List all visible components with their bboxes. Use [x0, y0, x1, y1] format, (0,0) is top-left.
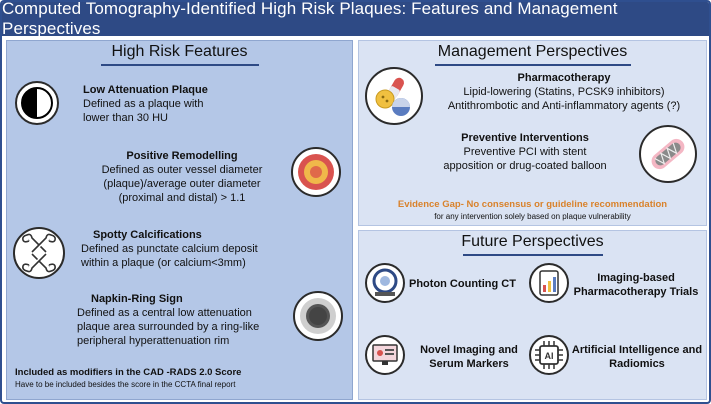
- pharmacotherapy-line-1: Lipid-lowering (Statins, PCSK9 inhibitor…: [463, 86, 665, 98]
- high-risk-features-panel: High Risk Features Low Attenuation Plaqu…: [6, 40, 353, 400]
- feature-napkin-ring-desc-1: Defined as a central low attenuation: [77, 307, 252, 319]
- feature-spotty-calcifications-title: Spotty Calcifications: [93, 229, 202, 241]
- heading-underline: [435, 64, 631, 66]
- trial-chart-icon: [529, 263, 569, 303]
- pharmacotherapy-title: Pharmacotherapy: [517, 72, 611, 84]
- feature-napkin-ring-title: Napkin-Ring Sign: [91, 293, 183, 305]
- feature-spotty-calcifications-desc-1: Defined as punctate calcium deposit: [81, 243, 258, 255]
- page-title: Computed Tomography-Identified High Risk…: [2, 2, 709, 38]
- feature-napkin-ring-desc-2: plaque area surrounded by a ring-like: [77, 321, 260, 333]
- feature-positive-remodelling-title: Positive Remodelling: [126, 150, 238, 162]
- pharmacotherapy-line-2: Antithrombotic and Anti-inflammatory age…: [447, 100, 681, 112]
- heading-underline: [101, 64, 259, 66]
- feature-low-attenuation-desc-2: lower than 30 HU: [83, 112, 168, 124]
- ccta-report-note: Have to be included besides the score in…: [15, 380, 236, 389]
- ai-chip-label: AI: [545, 351, 554, 361]
- future-imaging-trials-line-1: Imaging-based: [597, 272, 675, 284]
- future-perspectives-panel: Future Perspectives Photon Counting CT I…: [358, 230, 707, 400]
- future-ai-line-1: Artificial Intelligence and: [571, 344, 703, 356]
- high-risk-features-heading: High Risk Features: [111, 43, 248, 60]
- preventive-interventions-line-1: Preventive PCI with stent: [463, 146, 587, 158]
- feature-positive-remodelling-desc-2: (plaque)/average outer diameter: [103, 178, 261, 190]
- future-perspectives-heading: Future Perspectives: [461, 233, 604, 250]
- preventive-interventions-title: Preventive Interventions: [461, 132, 589, 144]
- management-perspectives-heading: Management Perspectives: [437, 43, 628, 60]
- cad-rads-note: Included as modifiers in the CAD -RADS 2…: [15, 367, 242, 378]
- feature-low-attenuation-desc-1: Defined as a plaque with: [83, 98, 204, 110]
- management-perspectives-panel: Management Perspectives Pharmacotherapy …: [358, 40, 707, 226]
- feature-low-attenuation-title: Low Attenuation Plaque: [83, 84, 208, 96]
- future-ai-line-2: Radiomics: [609, 358, 665, 370]
- stent-icon: [639, 125, 697, 183]
- feature-spotty-calcifications-desc-2: within a plaque (or calcium<3mm): [81, 257, 246, 269]
- monitor-markers-icon: [365, 335, 405, 375]
- remodelled-vessel-icon: [291, 147, 341, 197]
- bone-icon: [13, 227, 65, 279]
- future-novel-imaging-line-1: Novel Imaging and: [420, 344, 518, 356]
- evidence-gap-subtitle: for any intervention solely based on pla…: [434, 212, 631, 221]
- feature-positive-remodelling-desc-3: (proximal and distal) > 1.1: [118, 192, 246, 204]
- ct-scanner-icon: [365, 263, 405, 303]
- future-imaging-trials-line-2: Pharmacotherapy Trials: [573, 286, 699, 298]
- future-novel-imaging-line-2: Serum Markers: [429, 358, 509, 370]
- pills-icon: [365, 67, 423, 125]
- preventive-interventions-line-2: apposition or drug-coated balloon: [443, 160, 607, 172]
- half-circle-icon: [15, 81, 59, 125]
- feature-positive-remodelling-desc-1: Defined as outer vessel diameter: [101, 164, 263, 176]
- future-photon-counting-label: Photon Counting CT: [409, 278, 516, 290]
- feature-napkin-ring-desc-3: peripheral hyperattenuation rim: [77, 335, 230, 347]
- evidence-gap-title: Evidence Gap- No consensus or guideline …: [397, 199, 668, 210]
- heading-underline: [463, 254, 603, 256]
- ai-chip-icon: AI: [529, 335, 569, 375]
- napkin-ring-icon: [293, 291, 343, 341]
